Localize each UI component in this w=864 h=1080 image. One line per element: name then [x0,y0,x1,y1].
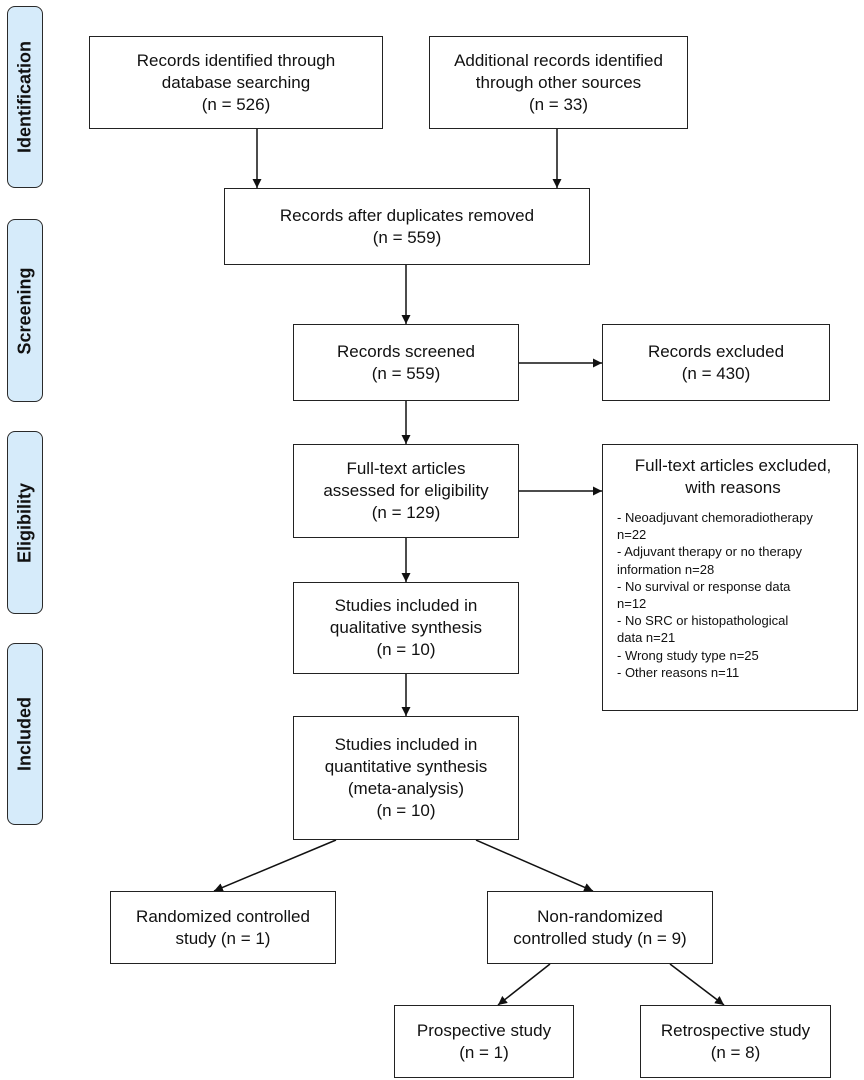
phase-screening: Screening [7,219,43,402]
arrow-nonrandom-to-retrospective [669,963,725,1006]
fulltext-excluded-box: Full-text articles excluded, with reason… [602,444,858,711]
phase-identification: Identification [7,6,43,188]
randomized-study-box: Randomized controlled study (n = 1) [110,891,336,964]
exclusion-reason: - Other reasons n=11 [617,664,740,680]
retrospective-study-box: Retrospective study (n = 8) [640,1005,831,1078]
arrow-quantitative-to-nonrandom [475,839,594,892]
phase-eligibility: Eligibility [7,431,43,614]
exclusion-reason: - No survival or response data n=12 [617,578,791,612]
exclusion-reason: - No SRC or histopathological data n=21 [617,613,789,646]
arrow-quantitative-to-rct [213,839,337,892]
fulltext-assessed-box: Full-text articles assessed for eligibil… [293,444,519,538]
records-deduplicated-box: Records after duplicates removed (n = 55… [224,188,590,265]
qualitative-synthesis-box: Studies included in qualitative synthesi… [293,582,519,674]
records-database-box: Records identified through database sear… [89,36,383,129]
exclusion-reason: - Wrong study type n=25 [617,647,759,663]
records-screened-box: Records screened (n = 559) [293,324,519,401]
exclusion-reason: - Adjuvant therapy or no therapy informa… [617,544,803,577]
arrow-nonrandom-to-prospective [497,963,551,1006]
fulltext-excluded-heading: Full-text articles excluded, with reason… [634,456,832,497]
exclusion-reasons-list: - Neoadjuvant chemoradiotherapy n=22 - A… [617,509,849,681]
exclusion-reason: - Neoadjuvant chemoradiotherapy n=22 [617,510,813,543]
phase-included: Included [7,643,43,825]
quantitative-synthesis-box: Studies included in quantitative synthes… [293,716,519,840]
records-excluded-box: Records excluded (n = 430) [602,324,830,401]
prospective-study-box: Prospective study (n = 1) [394,1005,574,1078]
non-randomized-study-box: Non-randomized controlled study (n = 9) [487,891,713,964]
records-other-sources-box: Additional records identified through ot… [429,36,688,129]
